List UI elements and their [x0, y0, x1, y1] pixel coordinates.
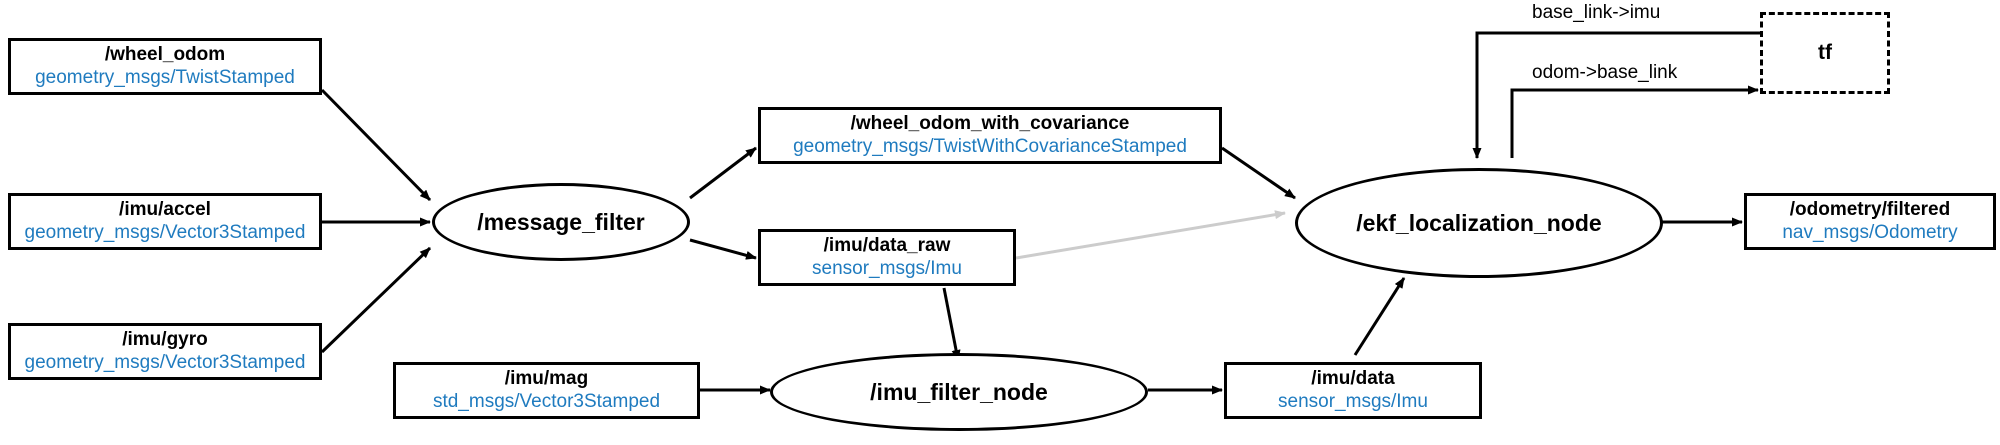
edge-label-odom-to-base-link: odom->base_link: [1532, 62, 1678, 83]
topic-name: /imu/data: [1311, 368, 1395, 390]
edge-imu-gyro-to-message-filter: [320, 246, 432, 354]
topic-name: /imu/accel: [119, 199, 211, 221]
topic-imu-mag[interactable]: /imu/mag std_msgs/Vector3Stamped: [393, 362, 700, 419]
edge-wheel-odom-cov-to-ekf: [1221, 146, 1296, 200]
node-label: /imu_filter_node: [870, 378, 1048, 405]
topic-odometry-filtered[interactable]: /odometry/filtered nav_msgs/Odometry: [1744, 193, 1996, 250]
topic-type: sensor_msgs/Imu: [1278, 390, 1428, 412]
node-imu-filter-node[interactable]: /imu_filter_node: [770, 353, 1148, 431]
node-label: /message_filter: [477, 208, 645, 235]
topic-name: /imu/data_raw: [823, 235, 951, 257]
edge-message-filter-to-wheel-odom-cov: [689, 146, 757, 200]
tf-label: tf: [1818, 41, 1832, 64]
topic-type: geometry_msgs/TwistStamped: [35, 66, 295, 88]
edge-imu-data-raw-to-ekf-faded: [1015, 210, 1286, 260]
topic-wheel-odom-with-covariance[interactable]: /wheel_odom_with_covariance geometry_msg…: [758, 107, 1222, 164]
topic-imu-accel[interactable]: /imu/accel geometry_msgs/Vector3Stamped: [8, 193, 322, 250]
edge-imu-data-raw-to-imu-filter-node: [942, 287, 961, 361]
edge-imu-data-to-ekf: [1353, 277, 1406, 356]
topic-type: geometry_msgs/TwistWithCovarianceStamped: [793, 135, 1187, 157]
edge-message-filter-to-imu-data-raw: [689, 238, 757, 260]
topic-imu-gyro[interactable]: /imu/gyro geometry_msgs/Vector3Stamped: [8, 323, 322, 380]
topic-type: geometry_msgs/Vector3Stamped: [24, 221, 306, 243]
topic-type: sensor_msgs/Imu: [812, 257, 962, 279]
topic-name: /odometry/filtered: [1789, 199, 1951, 221]
edge-tf-to-ekf-base-link-imu: [1472, 31, 1762, 159]
topic-type: geometry_msgs/Vector3Stamped: [24, 351, 306, 373]
node-ekf-localization-node[interactable]: /ekf_localization_node: [1295, 168, 1663, 278]
edge-label-base-link-to-imu: base_link->imu: [1532, 2, 1661, 23]
node-label: /ekf_localization_node: [1356, 209, 1602, 236]
edge-ekf-to-tf-odom-base-link: [1510, 85, 1759, 158]
topic-type: nav_msgs/Odometry: [1782, 221, 1958, 243]
topic-type: std_msgs/Vector3Stamped: [432, 390, 661, 412]
topic-imu-data-raw[interactable]: /imu/data_raw sensor_msgs/Imu: [758, 229, 1016, 286]
edge-wheel-odom-to-message-filter: [320, 88, 432, 202]
topic-name: /imu/mag: [504, 368, 589, 390]
topic-wheel-odom[interactable]: /wheel_odom geometry_msgs/TwistStamped: [8, 38, 322, 95]
topic-imu-data[interactable]: /imu/data sensor_msgs/Imu: [1224, 362, 1482, 419]
node-message-filter[interactable]: /message_filter: [432, 183, 690, 261]
topic-name: /wheel_odom_with_covariance: [850, 113, 1130, 135]
topic-name: /wheel_odom: [104, 44, 226, 66]
topic-name: /imu/gyro: [122, 329, 208, 351]
node-tf[interactable]: tf: [1760, 12, 1890, 94]
